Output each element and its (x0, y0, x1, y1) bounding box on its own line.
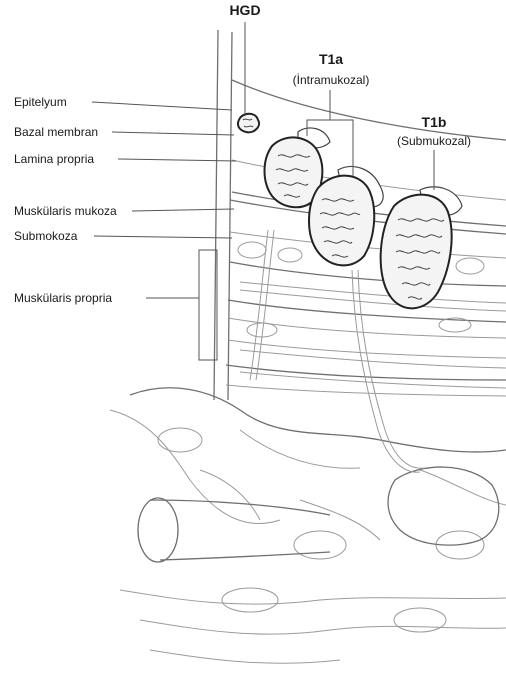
t1b-title: T1b (422, 114, 447, 130)
tumor-hgd (238, 114, 259, 133)
layer-label-bazal-membran: Bazal membran (14, 125, 234, 139)
layer-label-submokoza: Submokoza (14, 229, 232, 243)
epitelyum-label: Epitelyum (14, 95, 67, 109)
muskularis-propria-label: Muskülaris propria (14, 291, 112, 305)
t1b-subtitle: (Submukozal) (397, 134, 471, 148)
layer-label-epitelyum: Epitelyum (14, 95, 232, 110)
tumor-t1b (381, 187, 462, 308)
bazal-membran-label: Bazal membran (14, 125, 98, 139)
lamina-propria-label: Lamina propria (14, 152, 94, 166)
hgd-title: HGD (229, 2, 260, 18)
layer-label-muskularis-mukoza: Muskülaris mukoza (14, 204, 234, 218)
stage-label-t1b: T1b (Submukozal) (397, 114, 471, 190)
muskularis-mukoza-label: Muskülaris mukoza (14, 204, 117, 218)
tissue-illustration (110, 30, 506, 663)
submokoza-label: Submokoza (14, 229, 78, 243)
t1a-subtitle: (İntramukozal) (293, 73, 370, 87)
layer-label-muskularis-propria: Muskülaris propria (14, 250, 217, 360)
t1a-title: T1a (319, 51, 343, 67)
layer-label-lamina-propria: Lamina propria (14, 152, 236, 166)
stage-label-hgd: HGD (229, 2, 260, 116)
